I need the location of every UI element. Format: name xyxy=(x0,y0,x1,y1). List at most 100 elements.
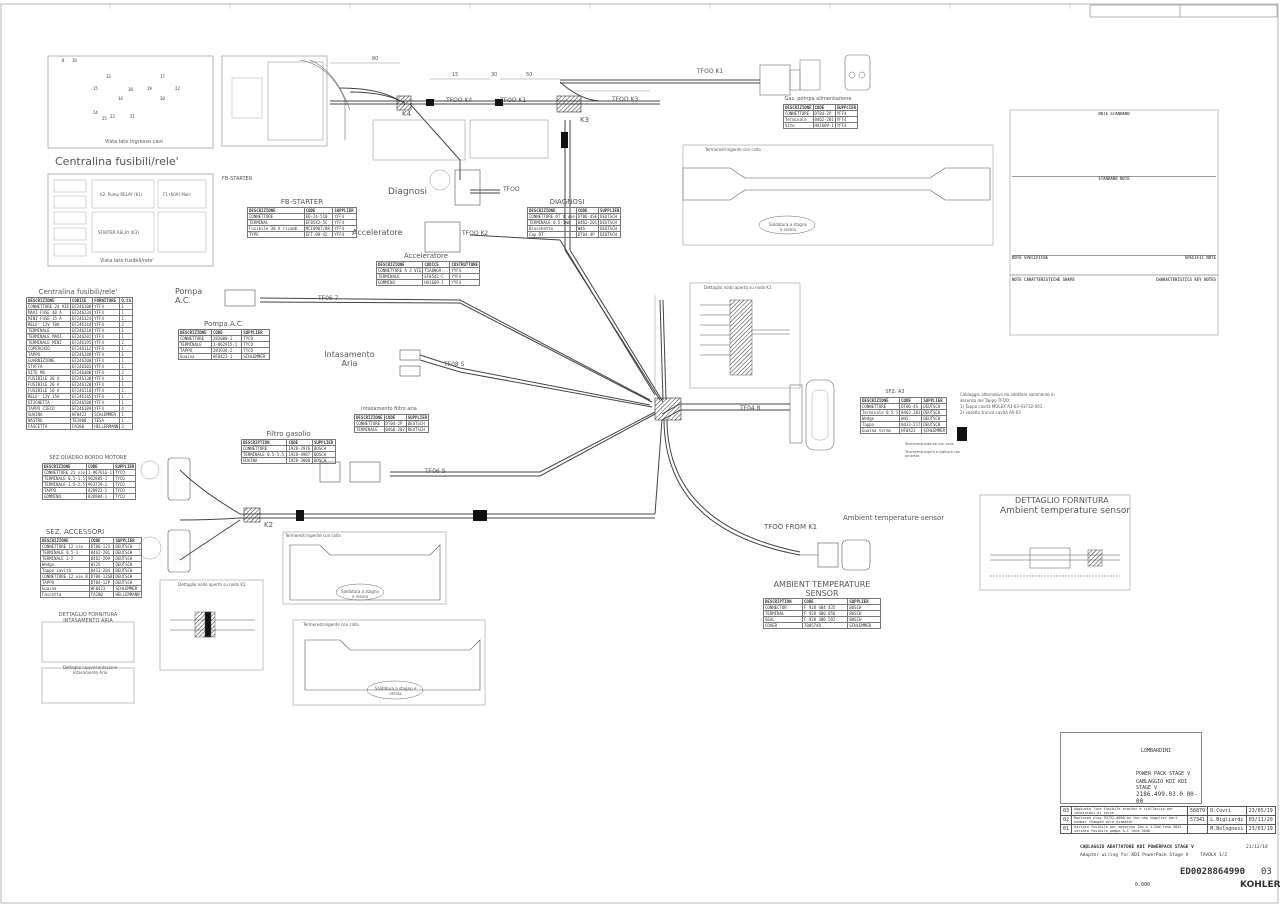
main-harness xyxy=(179,79,801,561)
table-cell: 1928-2976 xyxy=(286,445,313,452)
table-header-cell: SUPPLIER xyxy=(921,397,948,404)
table-header-cell: FORNITORE xyxy=(92,297,121,304)
svg-text:22: 22 xyxy=(175,86,180,91)
table-fb-starter-title: FB-STARTER xyxy=(280,198,324,206)
dimension-label: 80 xyxy=(372,56,379,62)
node-k3 xyxy=(556,95,582,113)
table-cell: EF246110 xyxy=(69,387,94,394)
power-pack-text: POWER PACK STAGE V xyxy=(1136,771,1191,777)
wire-label: TFOO K1 xyxy=(697,68,724,75)
table-cell: YFF4 xyxy=(332,231,357,238)
detail-aria-title: DETTAGLIO FORNITURA INTASAMENTO ARIA xyxy=(58,612,118,624)
table-cell: EF246112 xyxy=(69,345,94,352)
table-cell: DT06-4SE xyxy=(575,213,600,220)
tavola: TAVOLA 1/2 xyxy=(1200,853,1228,858)
fusebox-side-view xyxy=(47,173,214,267)
fusebox-top-view xyxy=(47,55,214,149)
svg-text:23: 23 xyxy=(110,114,115,119)
table-cell: Fusibile 30 A ricamb. xyxy=(247,225,305,232)
k3-alt-note: Cablaggio alternativo da adottare solame… xyxy=(960,392,1070,416)
svg-text:19: 19 xyxy=(147,86,152,91)
table-cell: EF246301 xyxy=(69,363,94,370)
acceleratore-label: Acceleratore xyxy=(352,228,403,237)
fusebox-top-view-label: Vista lato ingresso cavi xyxy=(105,139,163,145)
table-cell: HELLERMANN xyxy=(92,423,121,430)
revision-cell: 57341 xyxy=(1187,815,1209,825)
table-cell: HA1609-1 xyxy=(422,279,451,286)
solder-label-1: Saldatura a stagno e resina xyxy=(769,222,807,232)
svg-text:13: 13 xyxy=(106,74,111,79)
svg-text:16: 16 xyxy=(72,58,77,63)
table-cell: Vite xyxy=(783,122,814,129)
table-cell: CONNETTORE 12 vie B xyxy=(40,573,90,580)
heatshrink-label-1: Termorestringente con colla xyxy=(705,147,761,152)
revision-cell xyxy=(1187,824,1209,834)
table-header-cell: SUPPLIER xyxy=(332,207,357,214)
black-sleeves xyxy=(296,99,967,521)
detail-intasamento-title: Dettaglio rappresentazione Intasamento A… xyxy=(62,665,118,675)
table-header-cell: SUPPLIER xyxy=(834,104,859,111)
svg-text:14: 14 xyxy=(118,96,123,101)
table-cell: EF246200 xyxy=(69,357,94,364)
table-diagnosi-title: DIAGNOSI xyxy=(549,198,585,206)
title-block: LOMBARDINI POWER PACK STAGE V CABLAGGIO … xyxy=(1059,732,1280,902)
starter-relay-label: STARTER RELAY (K3) xyxy=(98,230,139,235)
fb-starter-label: FB-STARTER xyxy=(222,176,253,182)
table-cell: GOMMINO xyxy=(375,279,424,286)
left-connectors xyxy=(167,169,481,573)
svg-text:17: 17 xyxy=(160,74,165,79)
table-cell: 828904-1 xyxy=(85,493,115,500)
specific-note-title: SPECIFIC NOTE xyxy=(1184,255,1216,261)
dimension-label: 15 xyxy=(452,72,459,78)
drawing-number: ED0028864990 xyxy=(1180,867,1246,877)
svg-text:15: 15 xyxy=(93,86,98,91)
table-header-cell: SUPPLIER xyxy=(405,414,430,421)
revision-cell: 01 xyxy=(1059,824,1073,834)
wire-label: TFOO K2 xyxy=(462,230,489,237)
table-cell: CONNETTORE 12 vie xyxy=(40,543,90,550)
table-cell: EF246234 xyxy=(69,309,94,316)
solder-label-3: Saldatura a stagno e resina xyxy=(374,686,417,696)
table-cell: TYPE xyxy=(247,231,305,238)
table-gasolio-alim-title: Gas. pompa alimentazione xyxy=(784,96,852,102)
table-cell: CONNETTORE 24 VIE xyxy=(26,303,71,310)
table-cell: 7005748 xyxy=(801,622,849,629)
k2-pump-label: K2: Pump RELAY (K1) xyxy=(100,192,143,197)
sheet-number: 03 xyxy=(1261,867,1272,877)
k3-term1-label: Termorestringente con colla xyxy=(905,442,954,446)
table-cell: MCI0907/08 xyxy=(303,225,334,232)
table-cell: FA200 xyxy=(88,591,115,598)
intasamento-label: Intasamento Aria xyxy=(324,350,375,368)
title-it: CABLAGGIO ADATTATORE KDI POWERPACK STAGE… xyxy=(1080,845,1194,850)
svg-text:24: 24 xyxy=(93,110,98,115)
table-cell: HELLERMANN xyxy=(113,591,142,598)
table-cell: 0413-217 xyxy=(899,421,923,428)
table-cell: 0462-201 xyxy=(812,116,836,123)
table-cell: HA1609-1 xyxy=(812,122,836,129)
table-header-cell: Q.tà xyxy=(119,297,133,304)
standard-note-title: STANDARD NOTE xyxy=(1098,175,1130,181)
note-specifiche-title: NOTE SPECIFICHE xyxy=(1012,255,1049,261)
table-quadro-motore-title: SEZ.QUADRO BORDO MOTORE xyxy=(49,455,127,461)
table-cell: 1928-3000 xyxy=(286,457,313,464)
table-header-cell: SUPPLIER xyxy=(598,207,622,214)
wire-label: TFOO K1 xyxy=(500,97,527,104)
